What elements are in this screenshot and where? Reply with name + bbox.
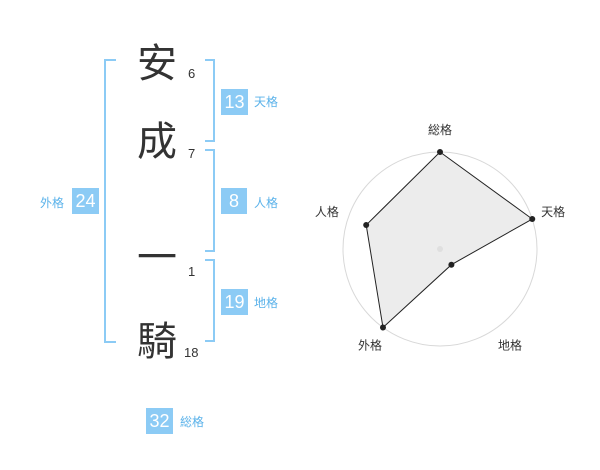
radar-axis-label-2: 天格 [541, 204, 565, 219]
radar-axis-label-5: 人格 [315, 204, 339, 219]
gaikaku-label: 外格 [40, 196, 65, 210]
radar-point-5 [363, 222, 370, 229]
radar-polygon [365, 151, 534, 329]
jinkaku-value: 8 [221, 188, 247, 214]
gaikaku-value: 24 [72, 188, 99, 214]
radar-axis-label-4: 外格 [358, 337, 382, 352]
radar-axis-label-1: 総格 [428, 122, 452, 137]
name-char-1: 安 [137, 41, 177, 87]
stroke-count-1: 6 [188, 66, 196, 81]
name-char-4: 騎 [137, 319, 177, 365]
name-char-2: 成 [137, 119, 177, 165]
soukaku-label: 総格 [180, 415, 205, 429]
tenkaku-bracket [205, 59, 215, 142]
stroke-count-4: 18 [184, 345, 199, 360]
radar-axis-label-3: 地格 [498, 337, 522, 352]
radar-point-1 [437, 149, 443, 155]
soukaku-value: 32 [146, 408, 173, 434]
radar-point-3 [448, 261, 455, 268]
chikaku-label: 地格 [254, 296, 279, 310]
jinkaku-bracket [205, 149, 215, 252]
jinkaku-label: 人格 [254, 196, 279, 210]
radar-point-2 [529, 216, 536, 223]
radar-points [363, 149, 536, 331]
tenkaku-label: 天格 [254, 95, 279, 109]
name-char-3: 一 [137, 235, 177, 281]
stroke-count-3: 1 [188, 264, 196, 279]
chikaku-value: 19 [221, 289, 248, 315]
radar-point-4 [379, 324, 386, 331]
chikaku-bracket [205, 259, 215, 342]
tenkaku-value: 13 [221, 89, 248, 115]
stroke-count-2: 7 [188, 146, 196, 161]
gaikaku-bracket [104, 59, 116, 343]
